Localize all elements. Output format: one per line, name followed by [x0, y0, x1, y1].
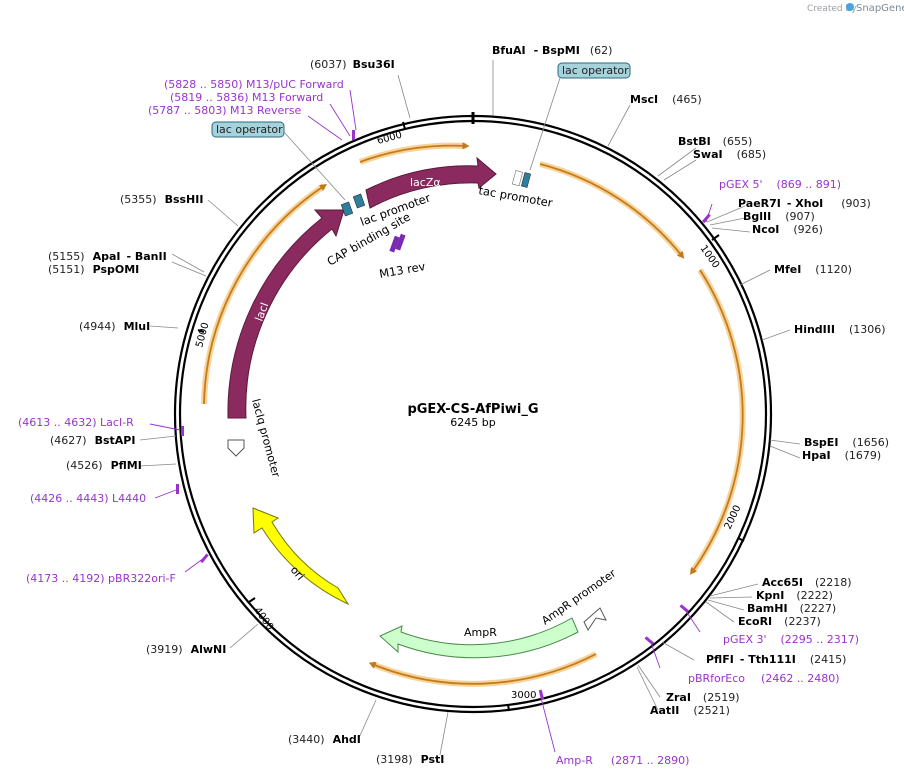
tick-label-1000: 1000 — [698, 243, 722, 270]
ampr-label: AmpR — [464, 626, 497, 639]
site-hpai[interactable]: HpaI(1679) — [802, 449, 881, 462]
leader-lines — [139, 60, 801, 756]
site-swai[interactable]: SwaI(685) — [693, 148, 766, 161]
orf-arcs — [201, 142, 746, 687]
site-alwni[interactable]: (3919)AlwNI — [146, 643, 226, 656]
site-bglii[interactable]: BglII(907) — [743, 210, 815, 223]
snapgene-logo-icon — [846, 3, 854, 11]
tac-operator-mark — [520, 172, 532, 188]
lac-operator-mark-2 — [352, 193, 366, 209]
primer-m13rev[interactable]: (5787 .. 5803) M13 Reverse — [148, 104, 301, 117]
site-pflmi[interactable]: (4526)PflMI — [66, 459, 142, 472]
lac-operator-badge-2-label: lac operator — [216, 123, 283, 136]
tick-label-6000: 6000 — [376, 130, 403, 147]
primer-marks — [176, 130, 711, 701]
site-pflfi[interactable]: PflFI- Tth111I(2415) — [706, 653, 846, 666]
tick-label-3000: 3000 — [511, 690, 536, 701]
site-ecori[interactable]: EcoRI(2237) — [738, 615, 821, 628]
site-bfuai[interactable]: BfuAI- BspMI(62) — [492, 44, 612, 57]
primer-pbr322ori[interactable]: (4173 .. 4192) pBR322ori-F — [26, 572, 176, 585]
plasmid-size: 6245 bp — [450, 416, 495, 429]
ori-feature[interactable] — [252, 507, 350, 606]
site-bstbi[interactable]: BstBI(655) — [678, 135, 752, 148]
primer-laci-r[interactable]: (4613 .. 4632) LacI-R — [18, 416, 134, 429]
site-psti[interactable]: (3198)PstI — [376, 753, 444, 766]
laci-label: lacI — [253, 301, 272, 323]
site-zrai[interactable]: ZraI(2519) — [666, 691, 740, 704]
primer-ampr[interactable]: Amp-R(2871 .. 2890) — [556, 754, 689, 767]
m13rev-mark — [389, 235, 400, 253]
laci-feature[interactable] — [227, 209, 345, 419]
primer-pgex5[interactable]: pGEX 5'(869 .. 891) — [719, 178, 841, 191]
ampr-promoter-label: AmpR promoter — [539, 566, 618, 627]
tick-marks — [197, 121, 745, 712]
site-kpni[interactable]: KpnI(2222) — [756, 589, 833, 602]
lac-operator-badge-2[interactable] — [211, 121, 285, 138]
primer-pbrforeco[interactable]: pBRforEco(2462 .. 2480) — [688, 672, 840, 685]
site-ncoi[interactable]: NcoI(926) — [752, 223, 823, 236]
tick-label-4000: 4000 — [252, 605, 276, 632]
site-apai[interactable]: (5155)ApaI- BanII — [48, 250, 167, 263]
site-mfei[interactable]: MfeI(1120) — [774, 263, 852, 276]
site-ahdi[interactable]: (3440)AhdI — [288, 733, 361, 746]
primer-l4440[interactable]: (4426 .. 4443) L4440 — [30, 492, 146, 505]
lac-operator-mark — [340, 201, 354, 217]
brand-name: SnapGene — [856, 3, 904, 14]
site-msci[interactable]: MscI(465) — [630, 93, 702, 106]
m13rev-mark-2 — [395, 233, 406, 251]
backbone — [173, 112, 773, 714]
lacz-label: lacZα — [410, 176, 441, 189]
credit-text: Created by — [807, 4, 857, 14]
m13rev-label: M13 rev — [378, 259, 426, 281]
lac-operator-badge-label: lac operator — [562, 64, 629, 77]
site-acc65i[interactable]: Acc65I(2218) — [762, 576, 852, 589]
site-pspomi[interactable]: (5151)PspOMI — [48, 263, 139, 276]
lac-operator-badge[interactable] — [557, 62, 631, 79]
site-bsu36i[interactable]: (6037)Bsu36I — [310, 58, 395, 71]
site-bsshii[interactable]: (5355)BssHII — [120, 193, 203, 206]
ampr-feature[interactable] — [379, 617, 579, 659]
primer-m13fwd[interactable]: (5819 .. 5836) M13 Forward — [170, 91, 323, 104]
laciq-promoter-label: lacIq promoter — [249, 397, 283, 479]
lacz-feature[interactable] — [365, 156, 497, 209]
site-bstapi[interactable]: (4627)BstAPI — [50, 434, 135, 447]
ampr-promoter-arrow[interactable] — [583, 607, 607, 631]
laciq-promoter-arrow[interactable] — [227, 439, 245, 457]
site-hindiii[interactable]: HindIII(1306) — [794, 323, 886, 336]
tac-promoter-mark — [511, 170, 523, 187]
plasmid-name: pGEX-CS-AfPiwi_G — [407, 402, 538, 417]
site-mlui[interactable]: (4944)MluI — [79, 320, 150, 333]
primer-pgex3[interactable]: pGEX 3'(2295 .. 2317) — [723, 633, 859, 646]
site-aatii[interactable]: AatII(2521) — [650, 704, 730, 717]
site-bamhi[interactable]: BamHI(2227) — [747, 602, 836, 615]
site-paer7i[interactable]: PaeR7I- XhoI(903) — [738, 197, 871, 210]
tac-promoter-label: tac promoter — [477, 183, 553, 210]
primer-m13puc[interactable]: (5828 .. 5850) M13/pUC Forward — [164, 78, 344, 91]
site-bspei[interactable]: BspEI(1656) — [804, 436, 889, 449]
